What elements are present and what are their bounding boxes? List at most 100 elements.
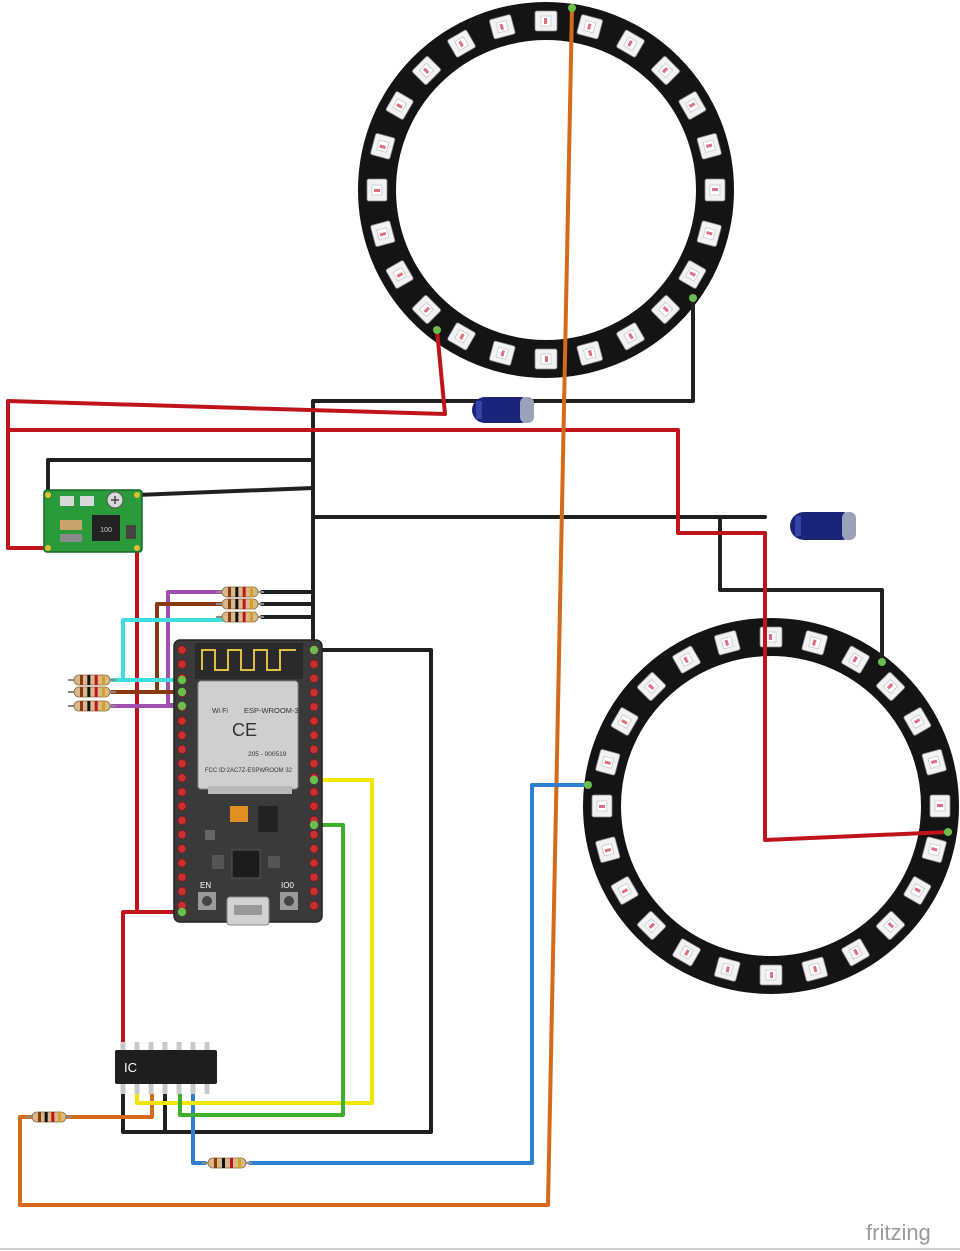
led-ring-bottom bbox=[583, 618, 959, 994]
ic-pin bbox=[176, 1082, 182, 1094]
wire-endpoint bbox=[433, 326, 441, 334]
esp32-pin bbox=[177, 787, 187, 797]
esp32-pin bbox=[309, 730, 319, 740]
led-pixel bbox=[616, 322, 645, 351]
ic-pin bbox=[190, 1042, 196, 1052]
led-pixel bbox=[841, 938, 870, 967]
led-pixel bbox=[385, 91, 414, 120]
buck-converter: 100 bbox=[43, 489, 143, 553]
esp32-pin bbox=[309, 858, 319, 868]
wire-black-buck-out bbox=[135, 486, 315, 497]
ic-pin bbox=[162, 1082, 168, 1094]
esp32-pin bbox=[177, 730, 187, 740]
led-pixel bbox=[696, 220, 722, 247]
ic-pin bbox=[204, 1082, 210, 1094]
led-pixel bbox=[678, 260, 707, 289]
esp32-pin-connected bbox=[309, 645, 319, 655]
led-pixel bbox=[489, 340, 516, 366]
esp32-pin bbox=[177, 886, 187, 897]
led-ring-top bbox=[358, 2, 734, 378]
esp32-pin bbox=[177, 659, 187, 669]
wire-orange-data bbox=[18, 6, 574, 1207]
led-pixel bbox=[841, 645, 870, 674]
led-pixel bbox=[595, 749, 621, 776]
wire-black-to-cap2 bbox=[311, 515, 884, 664]
esp32-pin bbox=[177, 716, 187, 726]
esp32-pin-connected bbox=[177, 675, 187, 685]
capacitor-right bbox=[790, 512, 856, 540]
esp32-pin bbox=[309, 886, 319, 897]
led-pixel bbox=[385, 260, 414, 289]
esp32-pin bbox=[309, 787, 319, 797]
ic-label: IC bbox=[124, 1060, 137, 1075]
led-pixel bbox=[801, 630, 828, 656]
resistor bbox=[68, 674, 116, 686]
led-pixel bbox=[672, 938, 701, 967]
ce-mark: CE bbox=[232, 720, 257, 740]
esp32-pin bbox=[177, 773, 187, 783]
led-pixel bbox=[637, 911, 666, 940]
led-pixel bbox=[370, 133, 396, 160]
led-pixel bbox=[929, 794, 951, 818]
wire-endpoint bbox=[878, 658, 886, 666]
esp32-cert-2: 205 - 000519 bbox=[248, 751, 287, 758]
led-pixel bbox=[534, 348, 558, 370]
led-pixel bbox=[678, 91, 707, 120]
esp32-pin bbox=[309, 900, 319, 911]
led-pixel bbox=[447, 322, 476, 351]
esp32-board: Wi Fi ESP-WROOM-32 CE 205 - 000519 FCC I… bbox=[173, 639, 323, 926]
wire-black-buck-gnd bbox=[46, 458, 315, 497]
ic-pin bbox=[134, 1042, 140, 1052]
esp32-pin bbox=[177, 758, 187, 769]
led-pixel bbox=[534, 10, 558, 32]
esp32-pin-connected bbox=[177, 687, 187, 697]
led-pixel bbox=[489, 14, 516, 40]
led-pixel bbox=[801, 956, 828, 982]
esp32-pin bbox=[309, 659, 319, 669]
led-pixel bbox=[903, 876, 932, 905]
wire-endpoint bbox=[689, 294, 697, 302]
esp32-pin bbox=[309, 801, 319, 811]
led-pixel bbox=[714, 630, 741, 656]
esp32-pin bbox=[309, 687, 319, 698]
wire-orange-ic bbox=[64, 1093, 154, 1119]
wire-red-ic bbox=[121, 910, 139, 1052]
led-pixel bbox=[610, 707, 639, 736]
esp32-pin bbox=[177, 801, 187, 811]
resistor bbox=[216, 611, 264, 623]
wire-endpoint bbox=[584, 781, 592, 789]
wire-endpoint bbox=[568, 4, 576, 12]
led-pixel bbox=[876, 672, 905, 701]
esp32-pin bbox=[177, 815, 187, 826]
led-pixel bbox=[921, 836, 947, 863]
led-pixel bbox=[637, 672, 666, 701]
led-pixel bbox=[610, 876, 639, 905]
led-pixel bbox=[370, 220, 396, 247]
resistor-group bbox=[26, 586, 264, 1169]
esp32-pin bbox=[309, 716, 319, 726]
resistor bbox=[26, 1111, 72, 1123]
ic-pin bbox=[204, 1042, 210, 1052]
led-pixel bbox=[651, 295, 680, 324]
ic-pin bbox=[190, 1082, 196, 1094]
wire-yellow-signal bbox=[135, 778, 374, 1105]
ic-pin bbox=[148, 1082, 154, 1094]
led-pixel bbox=[921, 749, 947, 776]
wire-blue-data bbox=[248, 783, 590, 1165]
resistor bbox=[202, 1157, 252, 1169]
led-pixel bbox=[412, 56, 441, 85]
esp32-pin bbox=[309, 673, 319, 684]
esp32-pin bbox=[309, 702, 319, 712]
ic-pin bbox=[176, 1042, 182, 1052]
resistor bbox=[68, 700, 116, 712]
wire-endpoint bbox=[944, 828, 952, 836]
wire-layer bbox=[6, 6, 950, 1207]
buck-marking: 100 bbox=[100, 527, 112, 534]
wire-blue-ic bbox=[191, 1093, 207, 1165]
led-pixel bbox=[759, 964, 783, 986]
en-label: EN bbox=[200, 881, 211, 890]
led-pixel bbox=[714, 956, 741, 982]
led-pixel bbox=[576, 14, 603, 40]
ic-pin bbox=[120, 1042, 126, 1052]
